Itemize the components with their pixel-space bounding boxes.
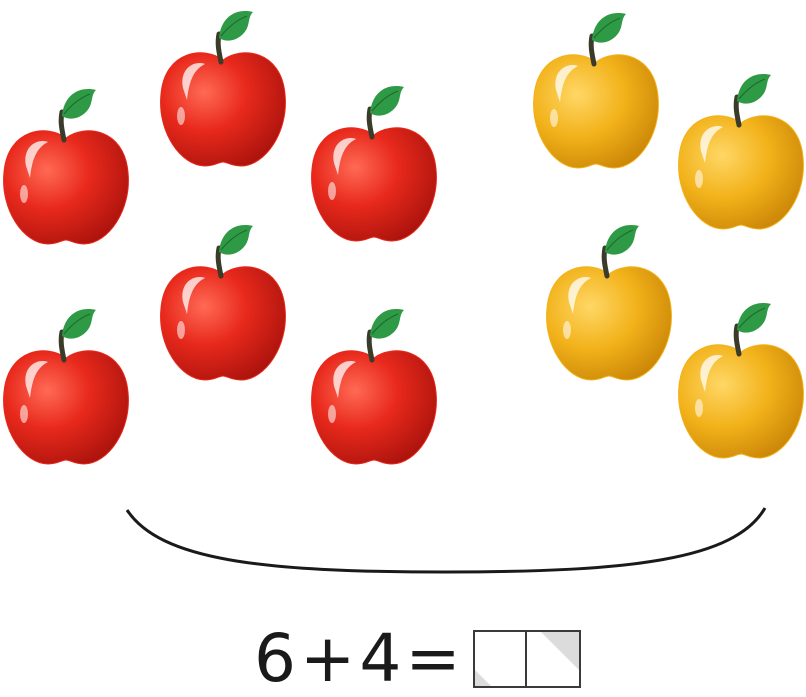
right-operand: 4 [359, 620, 402, 697]
plus-sign: + [300, 620, 356, 697]
grouping-bracket [125, 507, 767, 574]
red-apple [3, 89, 129, 245]
red-apple [160, 11, 286, 167]
answer-boxes [472, 630, 581, 688]
yellow-apple [546, 225, 672, 381]
red-apples-group [3, 11, 437, 465]
yellow-apples-group [533, 13, 804, 459]
red-apple [311, 86, 437, 242]
equals-sign: = [405, 620, 461, 697]
yellow-apple [678, 303, 804, 459]
addition-equation: 6 + 4 = [254, 622, 581, 696]
red-apple [160, 225, 286, 381]
yellow-apple [533, 13, 659, 169]
red-apple [3, 309, 129, 465]
answer-box-tens[interactable] [472, 630, 527, 688]
yellow-apple [678, 74, 804, 230]
answer-box-ones[interactable] [526, 630, 581, 688]
left-operand: 6 [254, 620, 296, 697]
red-apple [311, 309, 437, 465]
